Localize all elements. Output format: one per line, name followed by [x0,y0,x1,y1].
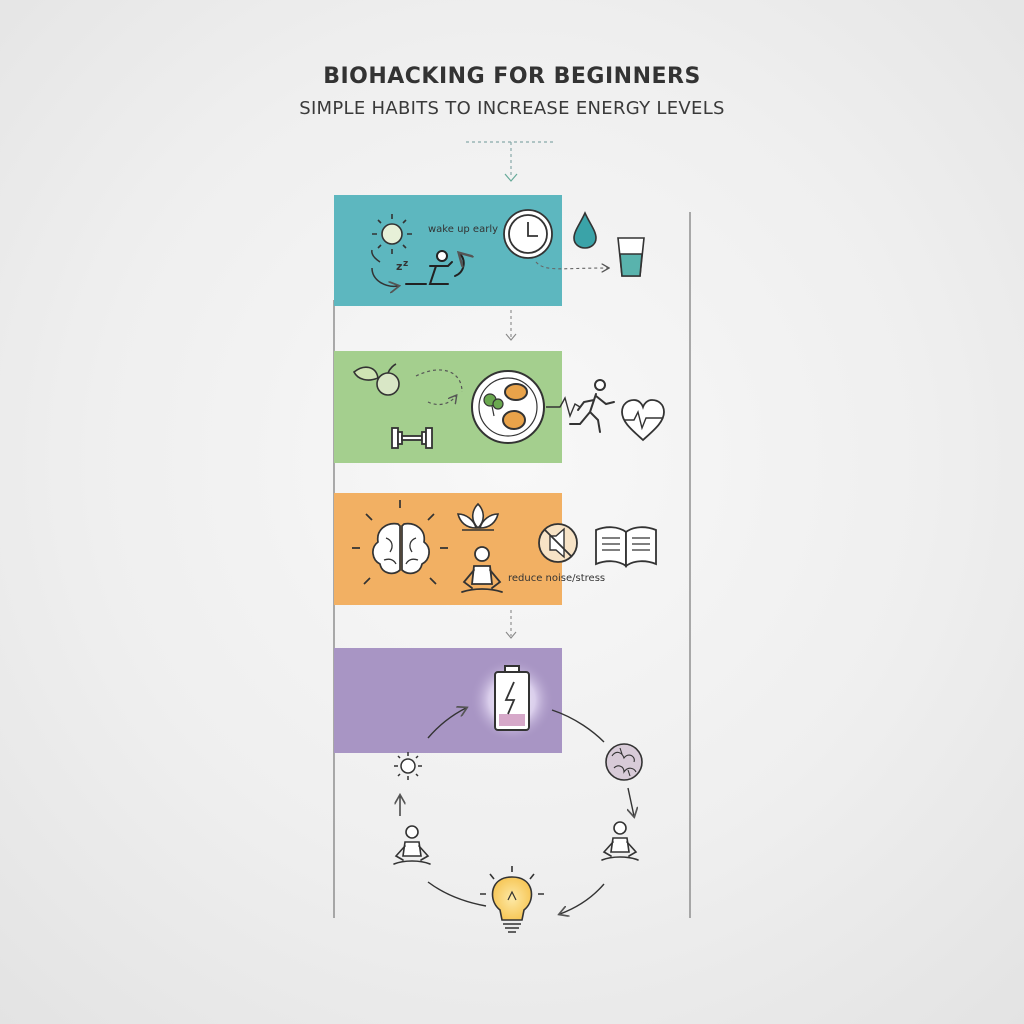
top-connector [466,141,556,178]
panel-mind [334,493,562,605]
svg-text:z: z [396,260,402,273]
meditation-icon [393,825,431,865]
apple-icon [352,363,400,396]
battery-icon [494,665,530,731]
water-glass-icon [617,237,645,277]
dumbbell-icon [391,427,433,449]
clock-to-glass-arrow [535,261,608,269]
lotus-icon [456,502,500,531]
brain-texture-icon [605,743,643,781]
meditation-icon [601,821,639,861]
heart-rate-line [546,396,581,419]
lightbulb-icon [480,866,544,933]
runner-icon [569,379,615,433]
no-noise-icon [538,523,578,563]
heart-rate-icon [621,399,665,442]
water-drop-icon [573,211,597,249]
wake-up-label: wake up early [428,224,498,235]
meditation-icon [461,546,503,593]
panel-connectors [505,310,517,639]
sun-icon [394,752,422,780]
svg-text:z: z [403,259,408,269]
cycle-arrows [400,708,634,914]
apple-to-plate-arrow [415,369,462,406]
page-title: BIOHACKING FOR BEGINNERS [323,64,701,89]
sun-icon [372,214,412,254]
reduce-noise-label: reduce noise/stress [508,573,605,584]
plate-icon [471,370,545,444]
clock-icon [503,209,553,259]
sleep-icon: z z [371,249,408,286]
book-icon [595,526,657,568]
wake-person-icon [405,250,464,285]
brain-icon [352,500,448,585]
page-subtitle: SIMPLE HABITS TO INCREASE ENERGY LEVELS [299,98,725,119]
